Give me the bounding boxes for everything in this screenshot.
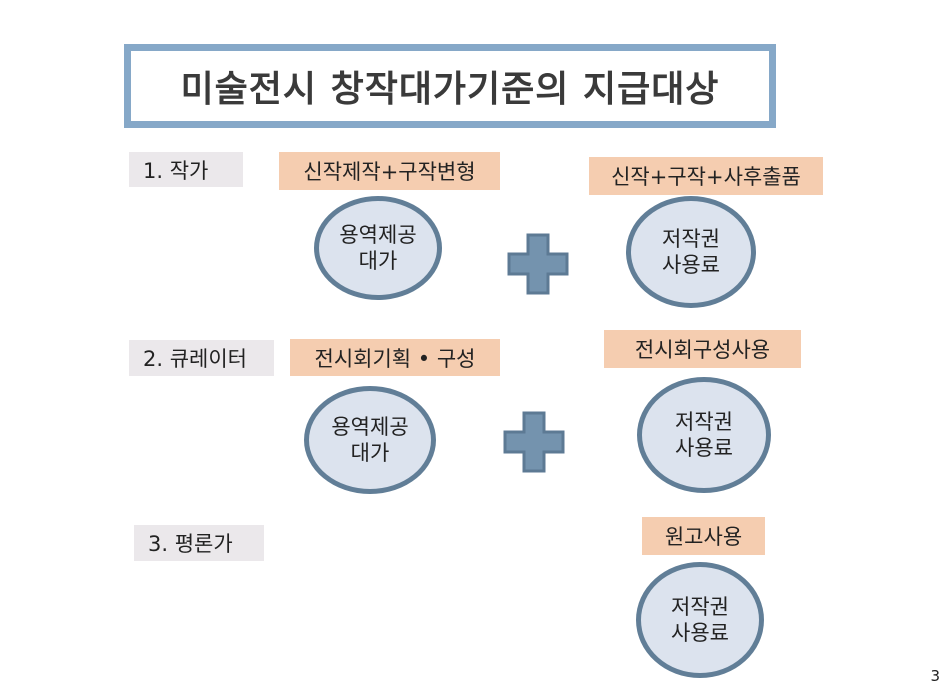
circle-line-2: 사용료 xyxy=(675,436,733,460)
circle-line-2: 사용료 xyxy=(671,621,729,645)
circle-line-1: 저작권 xyxy=(662,226,720,251)
role-label-curator: 2. 큐레이터 xyxy=(129,340,274,376)
circle-critic-copyright-fee: 저작권 사용료 xyxy=(636,562,764,678)
circle-line-1: 저작권 xyxy=(671,594,729,619)
role-label-critic: 3. 평론가 xyxy=(134,525,264,561)
role-label-artist: 1. 작가 xyxy=(129,152,243,187)
page-title: 미술전시 창작대가기준의 지급대상 xyxy=(180,69,720,110)
tag-artist-works: 신작+구작+사후출품 xyxy=(589,157,823,195)
plus-icon xyxy=(503,411,565,473)
circle-line-2: 사용료 xyxy=(662,253,720,277)
tag-critic-manuscript: 원고사용 xyxy=(642,517,765,555)
tag-artist-service: 신작제작+구작변형 xyxy=(279,152,500,190)
circle-curator-copyright-fee: 저작권 사용료 xyxy=(637,377,771,493)
circle-line-1: 저작권 xyxy=(675,409,733,434)
page-number: 3 xyxy=(930,667,940,685)
circle-line-2: 대가 xyxy=(358,249,398,273)
circle-line-1: 용역제공 xyxy=(331,414,409,439)
circle-curator-service-fee: 용역제공 대가 xyxy=(304,386,436,494)
tag-curator-service: 전시회기획 • 구성 xyxy=(290,339,500,376)
plus-icon xyxy=(507,233,569,295)
tag-curator-exhibition: 전시회구성사용 xyxy=(604,330,801,368)
circle-line-1: 용역제공 xyxy=(339,222,417,247)
circle-artist-copyright-fee: 저작권 사용료 xyxy=(626,196,756,308)
circle-line-2: 대가 xyxy=(350,441,390,465)
circle-artist-service-fee: 용역제공 대가 xyxy=(314,196,442,300)
title-box: 미술전시 창작대가기준의 지급대상 xyxy=(124,44,776,128)
